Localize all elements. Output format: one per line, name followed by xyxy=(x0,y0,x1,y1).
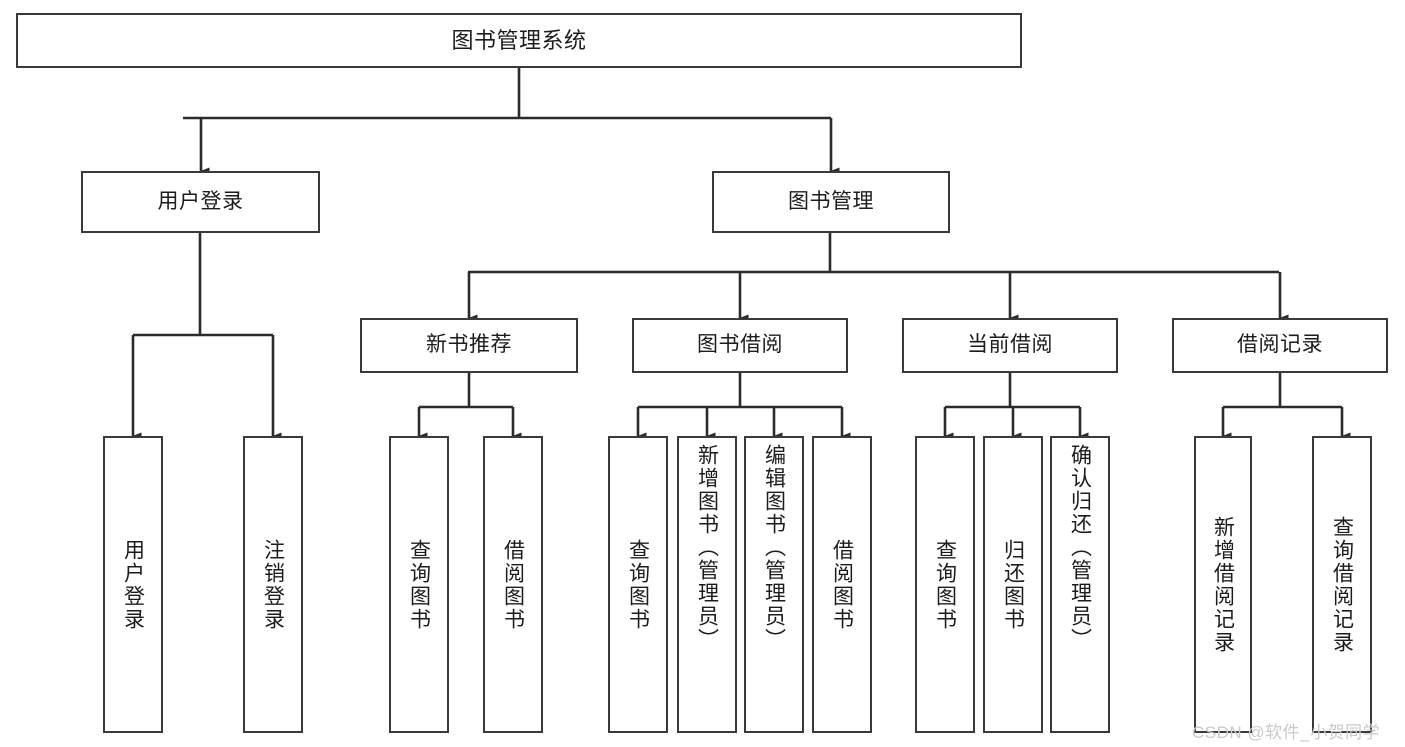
node-leaf-edit-book[interactable]: 编辑图书（管理员） xyxy=(744,436,804,733)
node-leaf-user-logout[interactable]: 注销登录 xyxy=(243,436,303,733)
node-new-book-rec[interactable]: 新书推荐 xyxy=(360,318,578,373)
node-book-borrow[interactable]: 图书借阅 xyxy=(632,318,848,373)
watermark-text: CSDN @软件_小贺同学 xyxy=(1192,723,1381,742)
node-label: 图书管理 xyxy=(788,189,874,213)
node-leaf-query-book-3[interactable]: 查询图书 xyxy=(915,436,975,733)
node-current-borrow[interactable]: 当前借阅 xyxy=(902,318,1118,373)
node-label: 用户登录 xyxy=(157,189,244,213)
node-label: 查询图书 xyxy=(407,538,431,631)
node-label: 借阅记录 xyxy=(1237,333,1323,357)
node-leaf-add-record[interactable]: 新增借阅记录 xyxy=(1194,436,1252,733)
node-label: 用户登录 xyxy=(121,538,145,631)
node-label: 图书借阅 xyxy=(697,333,783,357)
node-label: 当前借阅 xyxy=(967,333,1053,357)
node-label: 注销登录 xyxy=(261,538,285,631)
node-leaf-confirm-return[interactable]: 确认归还（管理员） xyxy=(1050,436,1110,733)
node-label: 归还图书 xyxy=(1001,538,1025,631)
node-leaf-query-book-2[interactable]: 查询图书 xyxy=(608,436,668,733)
edge-group xyxy=(131,68,1351,440)
node-label: 图书管理系统 xyxy=(451,27,587,53)
node-leaf-add-book[interactable]: 新增图书（管理员） xyxy=(677,436,737,733)
node-label: 新书推荐 xyxy=(426,333,512,357)
node-leaf-borrow-book-2[interactable]: 借阅图书 xyxy=(812,436,872,733)
node-borrow-record[interactable]: 借阅记录 xyxy=(1172,318,1388,373)
node-book-manage[interactable]: 图书管理 xyxy=(712,171,950,233)
node-label: 查询图书 xyxy=(626,538,650,631)
node-label: 编辑图书（管理员） xyxy=(762,444,786,651)
node-user-login[interactable]: 用户登录 xyxy=(81,171,320,233)
node-label: 确认归还（管理员） xyxy=(1068,444,1092,651)
node-leaf-query-record[interactable]: 查询借阅记录 xyxy=(1312,436,1372,733)
node-leaf-borrow-book-1[interactable]: 借阅图书 xyxy=(483,436,543,733)
node-label: 新增图书（管理员） xyxy=(695,444,719,651)
node-leaf-query-book-1[interactable]: 查询图书 xyxy=(389,436,449,733)
node-label: 新增借阅记录 xyxy=(1211,515,1235,654)
node-root[interactable]: 图书管理系统 xyxy=(16,13,1022,68)
node-label: 借阅图书 xyxy=(501,538,525,631)
node-label: 查询图书 xyxy=(933,538,957,631)
node-leaf-user-login[interactable]: 用户登录 xyxy=(103,436,163,733)
node-label: 借阅图书 xyxy=(830,538,854,631)
node-label: 查询借阅记录 xyxy=(1330,515,1354,654)
node-leaf-return-book[interactable]: 归还图书 xyxy=(983,436,1043,733)
